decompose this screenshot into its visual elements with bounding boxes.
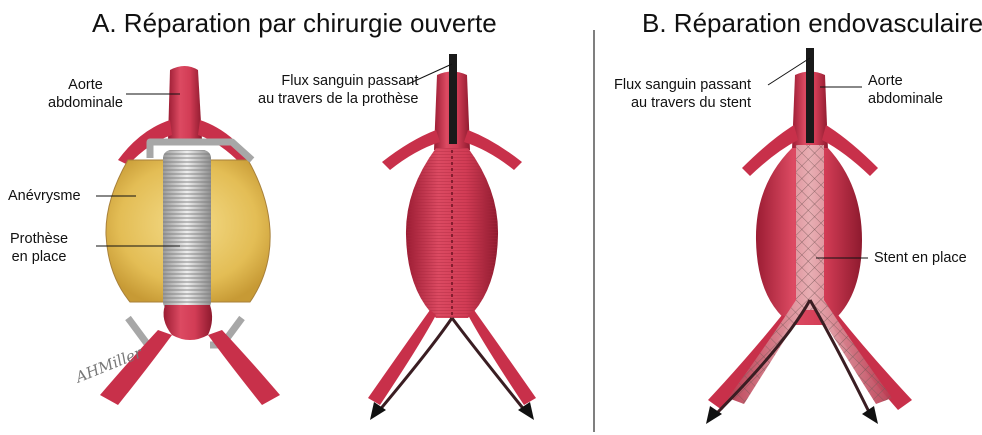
graft-in-place-figure [368, 54, 536, 420]
graft-texture [406, 148, 498, 318]
flow-catheter [449, 54, 457, 144]
prosthesis-coil [163, 150, 211, 310]
stent-mesh [728, 145, 892, 404]
label-aneurysm: Anévrysme [8, 187, 81, 205]
label-stent: Stent en place [874, 249, 967, 267]
left-iliac-2 [368, 310, 436, 405]
right-iliac [208, 330, 280, 405]
right-iliac-2 [468, 310, 536, 405]
flow-arrow-right-b [862, 406, 878, 424]
flow-catheter-b [806, 48, 814, 143]
upper-aorta [168, 66, 202, 140]
